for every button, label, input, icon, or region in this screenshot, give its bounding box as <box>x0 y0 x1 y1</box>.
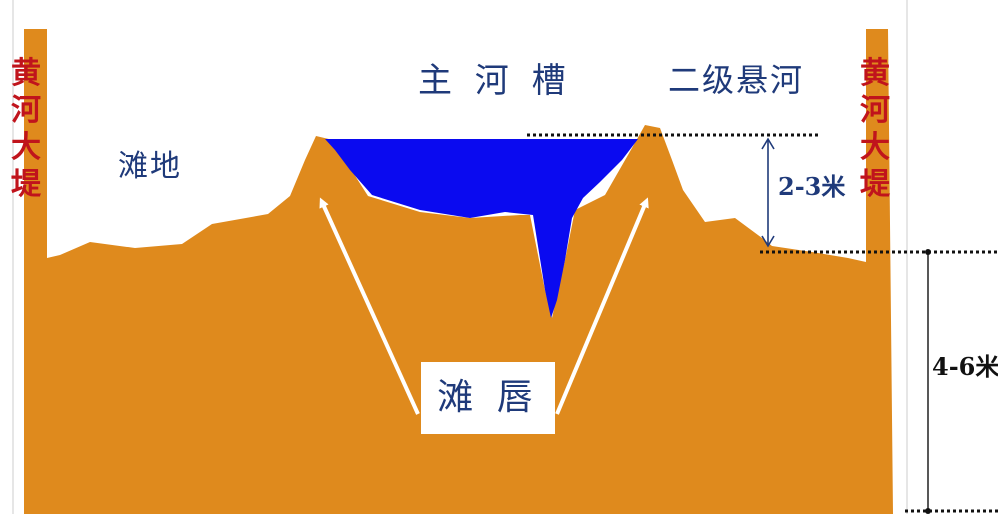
height-small-label: 2-3米 <box>778 172 846 201</box>
beach-lip-label: 滩 唇 <box>437 377 539 418</box>
dike-right-char: 黄 <box>860 56 890 91</box>
main-channel-label: 主 河 槽 <box>418 61 572 101</box>
arrow-right <box>555 197 649 415</box>
dike-right-char: 堤 <box>860 166 890 202</box>
dike-left-char: 大 <box>11 129 41 165</box>
floodplain-label: 滩地 <box>118 149 182 184</box>
dike-right-label: 黄 河 大 堤 <box>855 56 895 204</box>
dimension-arrowhead-bottom <box>761 235 775 248</box>
dike-left-label: 黄 河 大 堤 <box>6 56 46 204</box>
ground-profile <box>24 29 893 514</box>
dike-right-char: 河 <box>860 92 890 128</box>
beach-lip-box: 滩 唇 <box>421 362 555 434</box>
dike-left-char: 黄 <box>11 56 41 91</box>
dike-left-char: 堤 <box>11 166 41 202</box>
dimension-dot-bottom <box>925 508 931 514</box>
dike-left-char: 河 <box>11 92 41 128</box>
arrow-left <box>319 197 420 415</box>
water-main-channel <box>325 139 638 318</box>
dimension-arrowhead-top <box>761 137 775 150</box>
secondary-perched-river-label: 二级悬河 <box>668 61 805 99</box>
dimension-dot-top <box>925 249 931 255</box>
height-large-label: 4-6米 <box>932 352 998 381</box>
dike-right-char: 大 <box>860 129 890 165</box>
